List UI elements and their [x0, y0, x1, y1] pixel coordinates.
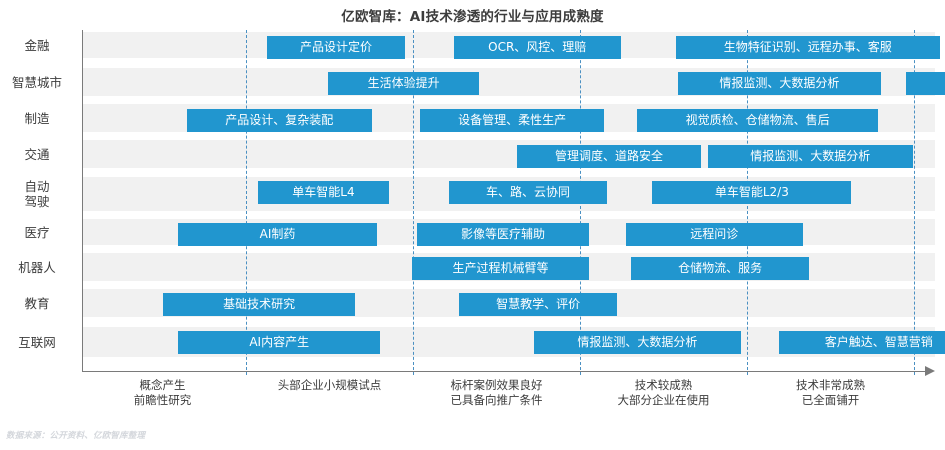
category-label-line: 医疗 [24, 224, 50, 240]
application-bar[interactable]: 生活体验提升 [328, 72, 479, 95]
stage-label-5: 技术非常成熟已全面铺开 [746, 378, 916, 408]
application-bar[interactable]: 智慧教学、评价 [458, 293, 618, 316]
application-bar[interactable]: 情报监测、大数据分析 [533, 331, 741, 354]
application-bar[interactable]: 单车智能L2/3 [652, 181, 852, 204]
category-label-7: 教育 [0, 296, 74, 311]
application-bar[interactable]: 设备管理、柔性生产 [420, 109, 605, 132]
stage-label-line: 标杆案例效果良好 [450, 378, 543, 392]
category-label-line: 制造 [24, 110, 50, 126]
category-label-4: 自动驾驶 [0, 179, 74, 209]
stage-label-line: 已具备向推广条件 [450, 393, 543, 407]
stage-label-line: 头部企业小规模试点 [277, 378, 382, 392]
application-bar[interactable]: 情报监测、大数据分析 [677, 72, 882, 95]
category-label-2: 制造 [0, 111, 74, 126]
category-label-6: 机器人 [0, 260, 74, 275]
stage-divider-1 [246, 30, 247, 375]
category-label-line: 驾驶 [24, 194, 50, 209]
stage-label-line: 技术较成熟 [634, 378, 693, 392]
application-bar[interactable]: 远程问诊 [625, 223, 803, 246]
category-label-1: 智慧城市 [0, 75, 74, 90]
application-bar[interactable]: 生物特征识别、远程办事、客服 [675, 36, 940, 59]
application-bar[interactable]: 单车智能L4 [258, 181, 389, 204]
category-label-0: 金融 [0, 38, 74, 53]
category-label-line: 自动 [24, 179, 50, 194]
application-bar[interactable]: 车、路、云协同 [448, 181, 608, 204]
data-source-note: 数据来源：公开资料、亿欧智库整理 [6, 431, 146, 441]
y-axis-line [82, 30, 83, 372]
application-bar[interactable]: AI制药 [178, 223, 377, 246]
stage-label-line: 前瞻性研究 [133, 393, 192, 407]
stage-label-1: 概念产生前瞻性研究 [78, 378, 248, 408]
category-label-3: 交通 [0, 147, 74, 162]
category-label-line: 机器人 [18, 259, 56, 275]
application-bar[interactable]: 生产过程机械臂等 [411, 257, 589, 280]
stage-label-line: 技术非常成熟 [796, 378, 865, 392]
application-bar[interactable]: 安防 [906, 72, 945, 95]
category-label-8: 互联网 [0, 335, 74, 350]
application-bar[interactable]: 情报监测、大数据分析 [707, 145, 913, 168]
stage-label-2: 头部企业小规模试点 [245, 378, 415, 393]
stage-label-line: 大部分企业在使用 [617, 393, 710, 407]
category-label-line: 智慧城市 [11, 74, 62, 90]
category-label-line: 教育 [24, 295, 50, 311]
application-bar[interactable]: 基础技术研究 [163, 293, 356, 316]
application-bar[interactable]: 产品设计定价 [266, 36, 406, 59]
application-bar[interactable]: 客户触达、智慧营销 [779, 331, 945, 354]
category-label-line: 互联网 [18, 334, 56, 350]
stage-label-3: 标杆案例效果良好已具备向推广条件 [412, 378, 582, 408]
application-bar[interactable]: AI内容产生 [178, 331, 381, 354]
application-bar[interactable]: 管理调度、道路安全 [517, 145, 701, 168]
stage-divider-5 [914, 30, 915, 375]
application-bar[interactable]: 视觉质检、仓储物流、售后 [637, 109, 878, 132]
application-bar[interactable]: 仓储物流、服务 [630, 257, 810, 280]
application-bar[interactable]: 影像等医疗辅助 [417, 223, 589, 246]
application-bar[interactable]: 产品设计、复杂装配 [186, 109, 372, 132]
category-label-line: 金融 [24, 37, 50, 53]
stage-label-4: 技术较成熟大部分企业在使用 [579, 378, 749, 408]
category-label-5: 医疗 [0, 225, 74, 240]
x-axis-line [83, 371, 928, 372]
stage-divider-2 [413, 30, 414, 375]
x-axis-arrow-icon [925, 366, 935, 376]
category-label-line: 交通 [24, 146, 50, 162]
stage-label-line: 概念产生 [139, 378, 186, 392]
stage-label-line: 已全面铺开 [801, 393, 860, 407]
application-bar[interactable]: OCR、风控、理赔 [453, 36, 621, 59]
page-title: 亿欧智库：AI技术渗透的行业与应用成熟度 [341, 9, 604, 25]
